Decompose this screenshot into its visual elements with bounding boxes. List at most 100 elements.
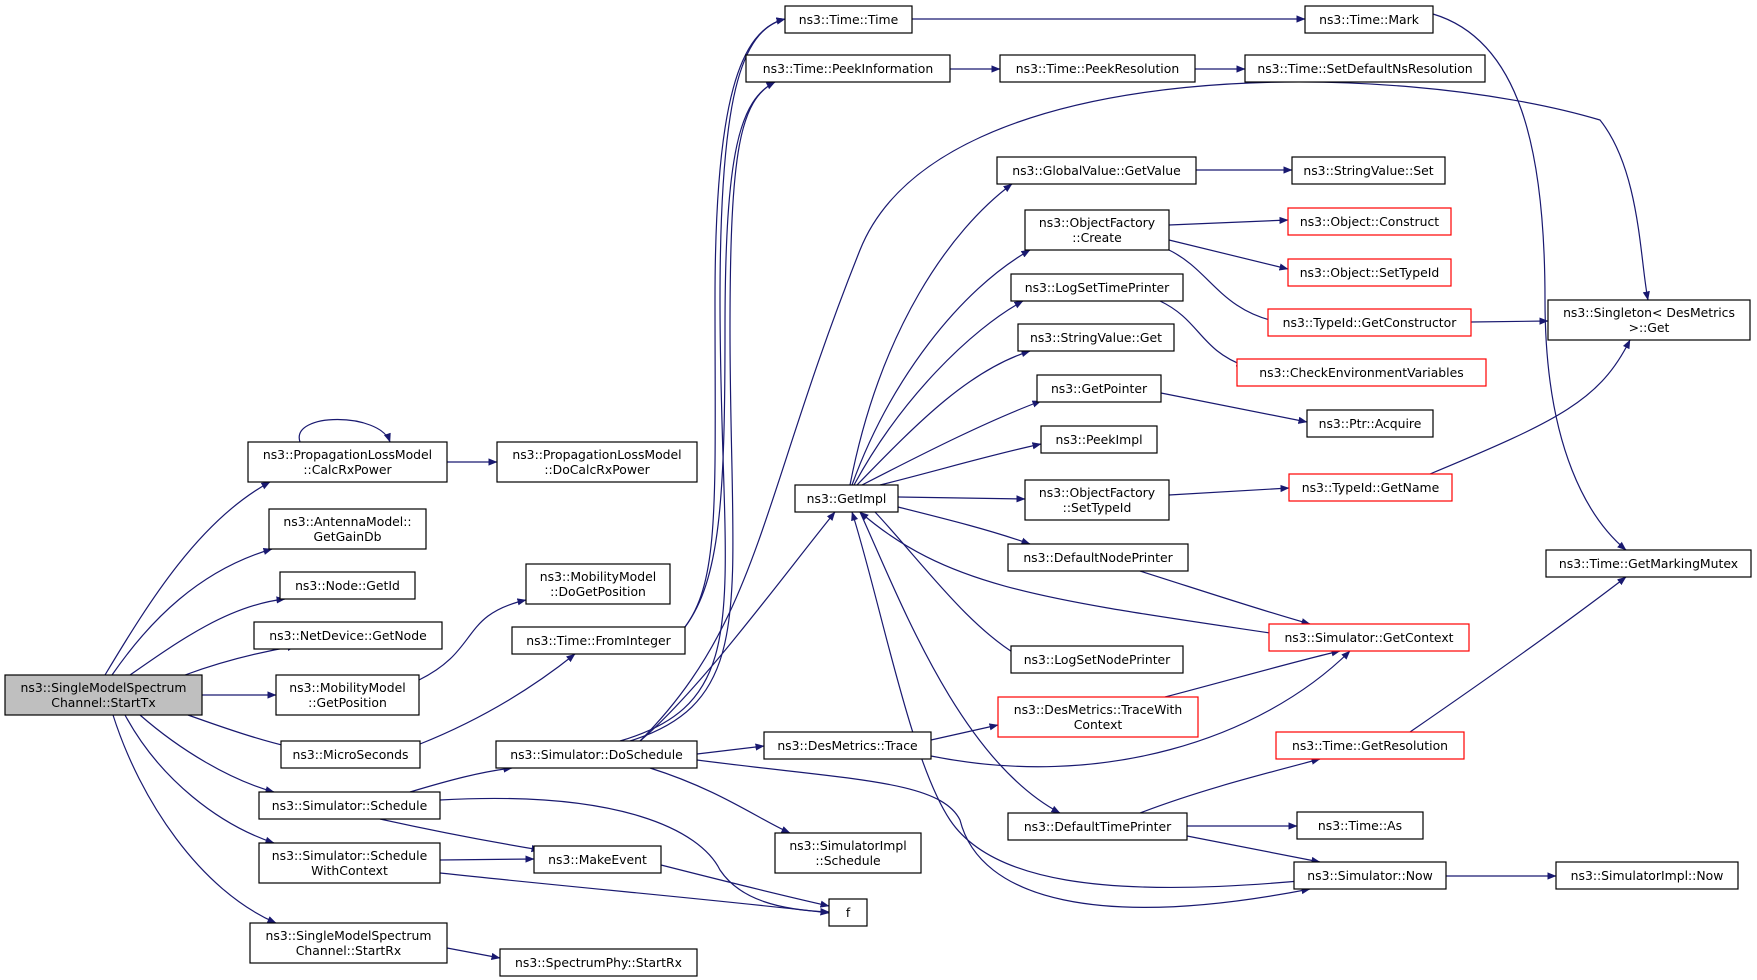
- node-box[interactable]: [1244, 54, 1486, 83]
- node-nodegetid[interactable]: ns3::Node::GetId: [279, 571, 416, 600]
- node-getconstructor[interactable]: ns3::TypeId::GetConstructor: [1267, 308, 1472, 337]
- node-box[interactable]: [280, 740, 421, 769]
- node-peekres[interactable]: ns3::Time::PeekResolution: [999, 54, 1196, 83]
- node-box[interactable]: [999, 54, 1196, 83]
- node-box[interactable]: [253, 621, 443, 650]
- node-peekinfo[interactable]: ns3::Time::PeekInformation: [745, 54, 951, 83]
- node-box[interactable]: [1287, 258, 1452, 287]
- node-mark[interactable]: ns3::Time::Mark: [1304, 5, 1434, 34]
- node-getresolution[interactable]: ns3::Time::GetResolution: [1275, 731, 1465, 760]
- node-getcontext[interactable]: ns3::Simulator::GetContext: [1268, 623, 1470, 652]
- node-timetime[interactable]: ns3::Time::Time: [784, 5, 913, 34]
- node-box[interactable]: [794, 484, 899, 513]
- node-box[interactable]: [275, 674, 420, 716]
- node-box[interactable]: [1287, 207, 1452, 236]
- node-box[interactable]: [1024, 479, 1170, 521]
- node-box[interactable]: [4, 674, 203, 716]
- node-doschedule[interactable]: ns3::Simulator::DoSchedule: [495, 740, 698, 769]
- node-box[interactable]: [1036, 374, 1162, 403]
- node-logsetnode[interactable]: ns3::LogSetNodePrinter: [1010, 645, 1184, 674]
- node-gvgetvalue[interactable]: ns3::GlobalValue::GetValue: [996, 156, 1197, 185]
- node-svget[interactable]: ns3::StringValue::Get: [1017, 323, 1175, 352]
- node-box[interactable]: [1293, 861, 1447, 890]
- node-implschedule[interactable]: ns3::SimulatorImpl::Schedule: [774, 832, 922, 874]
- node-dogetposition[interactable]: ns3::MobilityModel::DoGetPosition: [525, 563, 671, 605]
- node-box[interactable]: [997, 696, 1199, 738]
- node-box[interactable]: [1291, 156, 1446, 185]
- node-box[interactable]: [525, 563, 671, 605]
- node-box[interactable]: [1017, 323, 1175, 352]
- node-simnow[interactable]: ns3::Simulator::Now: [1293, 861, 1447, 890]
- node-ptracquire[interactable]: ns3::Ptr::Acquire: [1306, 409, 1434, 438]
- node-netgetnode[interactable]: ns3::NetDevice::GetNode: [253, 621, 443, 650]
- node-getpointer[interactable]: ns3::GetPointer: [1036, 374, 1162, 403]
- node-box[interactable]: [745, 54, 951, 83]
- node-singletonget[interactable]: ns3::Singleton< DesMetrics>::Get: [1547, 299, 1751, 341]
- node-box[interactable]: [1288, 473, 1453, 502]
- node-calcrx[interactable]: ns3::PropagationLossModel::CalcRxPower: [247, 441, 448, 483]
- node-box[interactable]: [279, 571, 416, 600]
- node-typeidgetname[interactable]: ns3::TypeId::GetName: [1288, 473, 1453, 502]
- node-box[interactable]: [496, 441, 698, 483]
- node-box[interactable]: [1024, 209, 1170, 251]
- node-box[interactable]: [774, 832, 922, 874]
- node-box[interactable]: [258, 842, 441, 884]
- node-box[interactable]: [1555, 861, 1739, 890]
- node-box[interactable]: [249, 922, 448, 964]
- node-box[interactable]: [258, 791, 441, 820]
- node-svset[interactable]: ns3::StringValue::Set: [1291, 156, 1446, 185]
- node-box[interactable]: [1267, 308, 1472, 337]
- node-box[interactable]: [1304, 5, 1434, 34]
- node-box[interactable]: [495, 740, 698, 769]
- node-ofcreate[interactable]: ns3::ObjectFactory::Create: [1024, 209, 1170, 251]
- node-deftimeprinter[interactable]: ns3::DefaultTimePrinter: [1007, 812, 1188, 841]
- node-ofsettypeid[interactable]: ns3::ObjectFactory::SetTypeId: [1024, 479, 1170, 521]
- node-timeas[interactable]: ns3::Time::As: [1296, 811, 1424, 840]
- node-box[interactable]: [511, 626, 686, 655]
- node-box[interactable]: [996, 156, 1197, 185]
- node-box[interactable]: [1007, 812, 1188, 841]
- node-getposition[interactable]: ns3::MobilityModel::GetPosition: [275, 674, 420, 716]
- node-peekimpl[interactable]: ns3::PeekImpl: [1040, 425, 1158, 454]
- node-logsettime[interactable]: ns3::LogSetTimePrinter: [1010, 273, 1184, 302]
- node-box[interactable]: [1010, 273, 1184, 302]
- node-schedule[interactable]: ns3::Simulator::Schedule: [258, 791, 441, 820]
- node-box[interactable]: [828, 898, 868, 927]
- node-box[interactable]: [784, 5, 913, 34]
- node-box[interactable]: [499, 948, 698, 977]
- node-docalcrx[interactable]: ns3::PropagationLossModel::DoCalcRxPower: [496, 441, 698, 483]
- node-box[interactable]: [1010, 645, 1184, 674]
- node-box[interactable]: [247, 441, 448, 483]
- node-box[interactable]: [1275, 731, 1465, 760]
- node-implnow[interactable]: ns3::SimulatorImpl::Now: [1555, 861, 1739, 890]
- node-spectrumstartrx[interactable]: ns3::SpectrumPhy::StartRx: [499, 948, 698, 977]
- node-dmtrace[interactable]: ns3::DesMetrics::Trace: [763, 731, 932, 760]
- node-getimpl[interactable]: ns3::GetImpl: [794, 484, 899, 513]
- node-setdefns[interactable]: ns3::Time::SetDefaultNsResolution: [1244, 54, 1486, 83]
- node-markingmutex[interactable]: ns3::Time::GetMarkingMutex: [1545, 549, 1752, 578]
- node-objconstruct[interactable]: ns3::Object::Construct: [1287, 207, 1452, 236]
- node-gaindb[interactable]: ns3::AntennaModel::GetGainDb: [268, 508, 427, 550]
- node-box[interactable]: [1547, 299, 1751, 341]
- node-box[interactable]: [763, 731, 932, 760]
- node-box[interactable]: [533, 845, 662, 874]
- node-box[interactable]: [1040, 425, 1158, 454]
- node-box[interactable]: [268, 508, 427, 550]
- node-box[interactable]: [1296, 811, 1424, 840]
- node-box[interactable]: [1268, 623, 1470, 652]
- node-box[interactable]: [1007, 543, 1189, 572]
- node-frominteger[interactable]: ns3::Time::FromInteger: [511, 626, 686, 655]
- node-makeevent[interactable]: ns3::MakeEvent: [533, 845, 662, 874]
- node-defnodeprinter[interactable]: ns3::DefaultNodePrinter: [1007, 543, 1189, 572]
- node-box[interactable]: [1306, 409, 1434, 438]
- node-objsettypeid[interactable]: ns3::Object::SetTypeId: [1287, 258, 1452, 287]
- node-microseconds[interactable]: ns3::MicroSeconds: [280, 740, 421, 769]
- node-box[interactable]: [1545, 549, 1752, 578]
- node-box[interactable]: [1236, 358, 1487, 387]
- node-checkenv[interactable]: ns3::CheckEnvironmentVariables: [1236, 358, 1487, 387]
- node-f[interactable]: f: [828, 898, 868, 927]
